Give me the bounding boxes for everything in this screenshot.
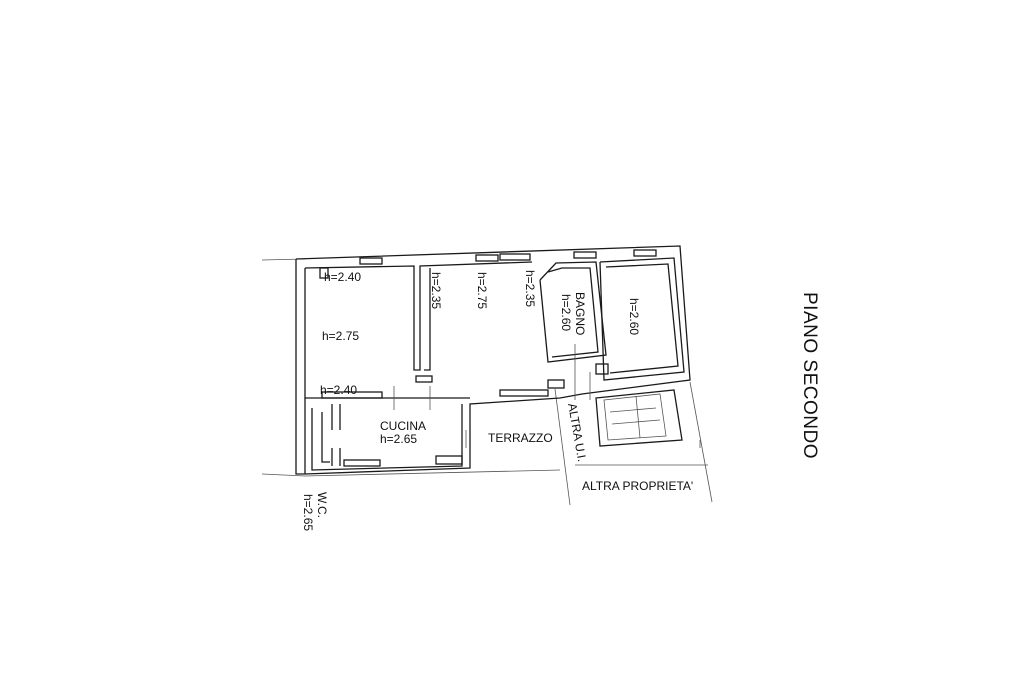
height-label: h=2.75 xyxy=(475,272,489,309)
height-label: h=2.35 xyxy=(523,270,537,307)
boundary-lines xyxy=(261,258,713,506)
height-label: h=2.60 xyxy=(559,294,573,331)
outer-walls xyxy=(295,245,691,475)
staircase xyxy=(595,389,683,447)
room-label-cucina: CUCINA xyxy=(380,419,426,433)
room-label-altra-proprieta: ALTRA PROPRIETA' xyxy=(582,479,693,493)
height-label: h=2.40 xyxy=(324,270,361,284)
plan-title: PIANO SECONDO xyxy=(799,292,820,459)
height-label: h=2.60 xyxy=(627,298,641,335)
height-label: h=2.75 xyxy=(322,329,359,343)
room-label-bagno: BAGNO xyxy=(573,292,587,335)
height-label: h=2.65 xyxy=(380,432,417,446)
height-label: h=2.35 xyxy=(429,272,443,309)
room-label-altra-ui: ALTRA U.I. xyxy=(565,402,589,463)
height-label: h=2.65 xyxy=(301,494,315,531)
room-label-wc: W.C. xyxy=(315,492,329,518)
height-label: h=2.40 xyxy=(320,383,357,397)
room-label-terrazzo: TERRAZZO xyxy=(488,431,553,445)
